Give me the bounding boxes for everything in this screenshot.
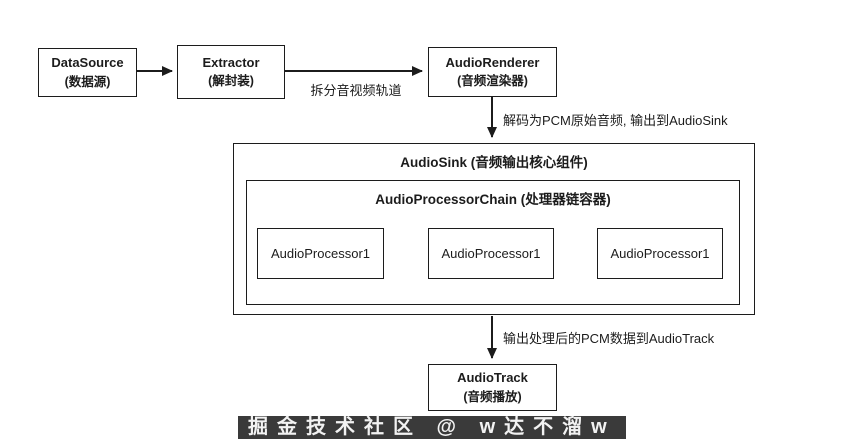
- node-audiotrack: AudioTrack (音频播放): [428, 364, 557, 411]
- node-audioprocessor-3: AudioProcessor1: [597, 228, 723, 279]
- watermark-text: 掘金技术社区 @ w达不溜w: [238, 416, 626, 439]
- container-audiosink-title: AudioSink (音频输出核心组件): [400, 155, 588, 170]
- node-audiorenderer-subtitle: (音频渲染器): [457, 74, 528, 89]
- node-datasource-title: DataSource: [51, 55, 124, 71]
- node-datasource: DataSource (数据源): [38, 48, 137, 97]
- node-audioprocessor-1: AudioProcessor1: [257, 228, 384, 279]
- node-audiotrack-subtitle: (音频播放): [463, 389, 522, 404]
- edge-label-output-pcm: 输出处理后的PCM数据到AudioTrack: [503, 331, 715, 346]
- node-extractor-subtitle: (解封装): [208, 74, 254, 89]
- node-audioprocessor-2: AudioProcessor1: [428, 228, 554, 279]
- node-audiorenderer-title: AudioRenderer: [445, 54, 540, 70]
- edge-label-decode-pcm: 解码为PCM原始音频, 输出到AudioSink: [503, 113, 728, 128]
- node-audiorenderer: AudioRenderer (音频渲染器): [428, 47, 557, 97]
- node-extractor: Extractor (解封装): [177, 45, 285, 99]
- container-processorchain-title: AudioProcessorChain (处理器链容器): [375, 192, 611, 207]
- node-audiotrack-title: AudioTrack: [457, 370, 528, 386]
- edge-label-split-tracks: 拆分音视频轨道: [310, 83, 402, 98]
- node-extractor-title: Extractor: [202, 54, 260, 70]
- node-datasource-subtitle: (数据源): [64, 74, 111, 89]
